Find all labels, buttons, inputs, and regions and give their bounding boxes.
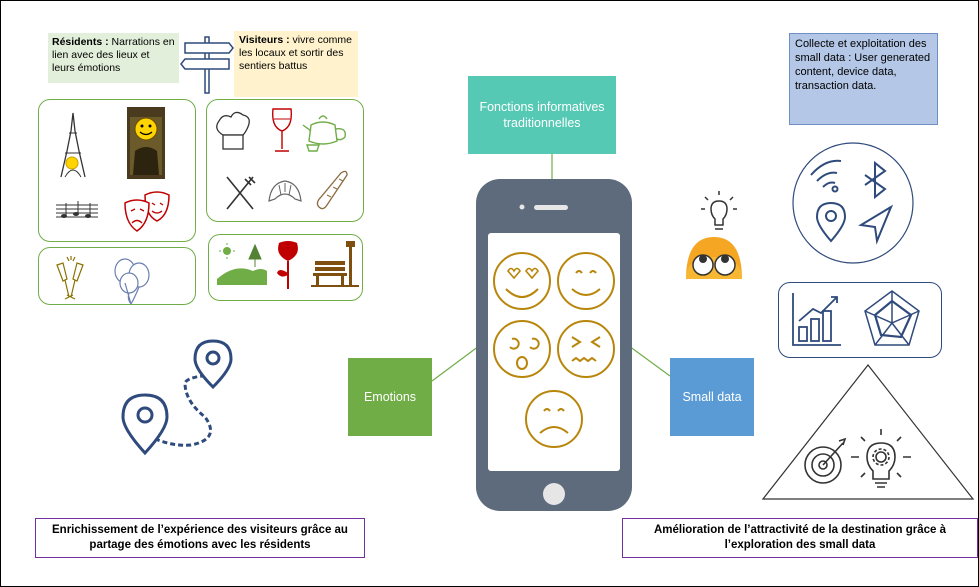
- navigation-icon: [858, 204, 894, 245]
- dizzy-emoji-icon: [493, 320, 551, 378]
- park-icon: [217, 243, 267, 285]
- eiffel-tower-icon: [60, 112, 86, 178]
- phone-speaker: [534, 205, 568, 210]
- strategy-triangle: [761, 364, 975, 500]
- rolling-eyes-emoji-icon: [686, 237, 742, 279]
- visitor-experience-caption: Enrichissement de l’expérience des visit…: [35, 518, 365, 558]
- croissant-icon: [268, 180, 302, 202]
- lightbulb-icon: [701, 191, 737, 230]
- location-pin-icon: [121, 393, 169, 456]
- route-icon: [121, 339, 233, 456]
- residents-text: Narrations en lien avec des lieux et leu…: [52, 36, 175, 74]
- baguette-icon: [316, 170, 348, 210]
- small-data-collect-note: Collecte et exploitation des small data …: [789, 33, 938, 125]
- cutlery-icon: [226, 176, 256, 210]
- traditional-functions-box: Fonctions informatives traditionnelles: [468, 76, 616, 154]
- emotions-box: Emotions: [348, 358, 432, 436]
- balloons-icon: [114, 258, 150, 305]
- rose-icon: [277, 241, 298, 289]
- mona-lisa-icon: [127, 107, 165, 179]
- food-icons-group: [206, 99, 364, 222]
- bluetooth-icon: [864, 160, 887, 200]
- heart-eyes-emoji-icon: [493, 252, 551, 310]
- wifi-icon: [810, 159, 842, 193]
- champagne-icon: [56, 256, 84, 300]
- destination-attractiveness-caption: Amélioration de l’attractivité de la des…: [622, 518, 978, 558]
- residents-note: Résidents : Narrations en lien avec des …: [48, 33, 179, 83]
- analytics-icons-group: [778, 282, 942, 358]
- target-icon: [804, 437, 847, 484]
- signpost-icon: [180, 36, 234, 94]
- radar-chart-icon: [864, 290, 920, 346]
- location-pin-icon: [193, 339, 233, 390]
- smile-emoji-icon: [557, 252, 615, 310]
- phone-camera: [519, 204, 525, 210]
- sad-emoji-icon: [525, 390, 583, 448]
- theater-masks-icon: [124, 191, 170, 232]
- wine-glass-icon: [272, 108, 292, 152]
- visitors-text: vivre comme les locaux et sortir des sen…: [239, 34, 353, 72]
- idea-gear-icon: [851, 429, 911, 488]
- celebration-icons-group: [38, 247, 196, 305]
- visitors-label: Visiteurs :: [239, 34, 290, 46]
- phone-home-button: [543, 483, 565, 505]
- residents-label: Résidents :: [52, 36, 109, 48]
- teapot-icon: [302, 115, 346, 152]
- squinting-emoji-icon: [557, 320, 615, 378]
- music-notes-icon: [56, 201, 98, 218]
- device-data-circle: [792, 142, 914, 264]
- location-pin-icon: [815, 201, 847, 243]
- culture-icons-group: [38, 99, 196, 242]
- nature-icons-group: [208, 234, 363, 301]
- bar-chart-icon: [792, 293, 841, 346]
- chef-hat-icon: [216, 111, 250, 150]
- emoji-grid: [493, 252, 615, 448]
- bench-icon: [311, 241, 359, 287]
- small-data-box: Small data: [670, 358, 754, 436]
- visitors-note: Visiteurs : vivre comme les locaux et so…: [234, 31, 358, 97]
